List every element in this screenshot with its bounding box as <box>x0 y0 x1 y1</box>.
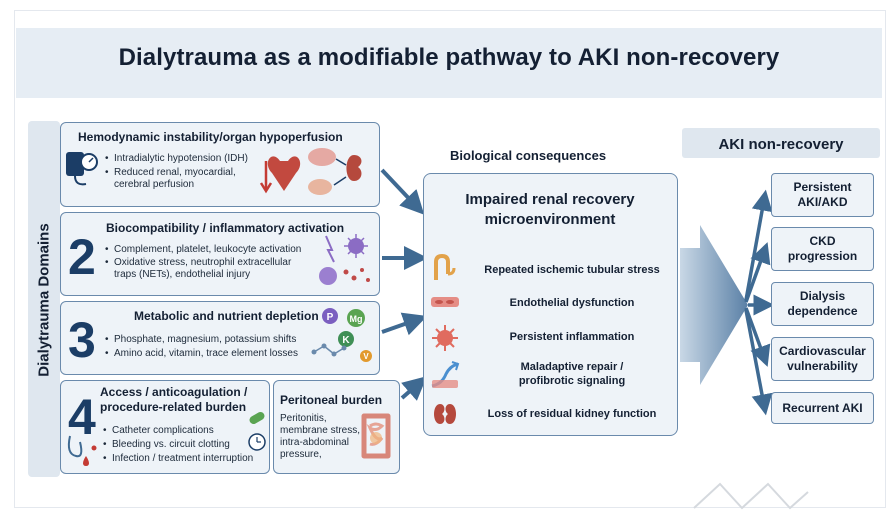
big-flow-arrow <box>680 225 748 385</box>
blood-pressure-monitor-icon <box>66 152 98 186</box>
peritoneal-line: Peritonitis, <box>280 413 327 424</box>
inflammatory-cells-icon <box>319 234 370 285</box>
outcome-box <box>771 227 874 271</box>
outcome-box <box>771 173 874 217</box>
inflammation-cell-icon <box>432 325 458 351</box>
domain-2-title: Biocompatibility / inflammatory activati… <box>106 221 345 235</box>
domain-4-bullet: Infection / treatment interruption <box>103 453 253 465</box>
bacteria-clock-icon <box>248 412 266 451</box>
molecule-label: K <box>342 335 350 346</box>
consequence-label: Repeated ischemic tubular stress <box>484 264 660 276</box>
domain-2-bullet: Complement, platelet, leukocyte activati… <box>105 244 301 256</box>
molecule-label: Mg <box>350 314 363 324</box>
watermark-doodle <box>693 482 809 510</box>
domain-1-title: Hemodynamic instability/organ hypoperfus… <box>78 130 343 144</box>
recovery-microenvironment-panel <box>423 173 678 436</box>
biological-heading: Biological consequences <box>450 148 607 163</box>
fibrosis-icon <box>431 361 460 388</box>
consequence-label: profibrotic signaling <box>518 375 626 387</box>
domain-3-bullet: Amino acid, vitamin, trace element losse… <box>105 348 298 360</box>
outcome-label: Persistent <box>793 180 852 194</box>
aki-heading: AKI non-recovery <box>718 136 844 153</box>
domain-1-bullet: Intradialytic hypotension (IDH) <box>105 153 248 165</box>
intestine-icon <box>361 413 391 459</box>
catheter-bleeding-icon <box>67 435 97 466</box>
consequence-label: Persistent inflammation <box>509 331 635 343</box>
outcome-label: AKI/AKD <box>797 195 848 209</box>
domain-1-bullet-cont: cerebral perfusion <box>114 179 195 190</box>
outcome-label: Cardiovascular <box>779 344 866 358</box>
domain-1-bullet: Reduced renal, myocardial, <box>105 167 236 179</box>
domain-4-number: 4 <box>68 389 96 445</box>
domain-4-bullet: Catheter complications <box>103 425 214 437</box>
peritoneal-line: pressure, <box>280 449 322 460</box>
domains-label-band <box>28 121 60 477</box>
domain-3-bullet: Phosphate, magnesium, potassium shifts <box>105 334 296 346</box>
molecule-label: V <box>363 352 369 361</box>
domain-2-number: 2 <box>68 229 96 285</box>
center-title: Impaired renal recovery <box>465 191 635 208</box>
outcome-box <box>771 337 874 381</box>
domain-2-bullet: Oxidative stress, neutrophil extracellul… <box>105 257 291 269</box>
outcome-label: Recurrent AKI <box>782 401 863 415</box>
outcome-label: dependence <box>787 304 858 318</box>
electrolyte-molecules-icon: P Mg K V <box>311 308 372 362</box>
consequence-label: Endothelial dysfunction <box>509 297 635 309</box>
organ-perfusion-icon <box>259 148 362 195</box>
peritoneal-line: membrane stress, <box>280 425 361 436</box>
peritoneal-line: intra-abdominal <box>280 437 349 448</box>
tubule-icon <box>434 253 456 280</box>
peritoneal-title: Peritoneal burden <box>280 393 383 407</box>
outcome-label: vulnerability <box>787 359 858 373</box>
title-band <box>16 28 882 98</box>
figure-title: Dialytrauma as a modifiable pathway to A… <box>118 44 780 71</box>
domain-4-title: Access / anticoagulation / <box>100 385 248 399</box>
center-title: microenvironment <box>484 211 616 228</box>
domain-4-bullet: Bleeding vs. circuit clotting <box>103 439 230 451</box>
consequence-label: Maladaptive repair / <box>520 361 624 373</box>
domain-4-title: procedure-related burden <box>100 400 247 414</box>
aki-heading-band <box>682 128 880 158</box>
consequence-label: Loss of residual kidney function <box>487 408 657 420</box>
outcome-label: progression <box>787 249 858 263</box>
kidneys-icon <box>434 404 456 424</box>
domain-3-title: Metabolic and nutrient depletion <box>134 309 319 323</box>
outcome-box <box>771 392 874 424</box>
outcome-label: Dialysis <box>799 289 846 303</box>
domain-2-bullet-cont: traps (NETs), endothelial injury <box>114 269 251 280</box>
outcome-box <box>771 282 874 326</box>
molecule-label: P <box>327 312 334 323</box>
outcome-label: CKD <box>809 234 836 248</box>
domain-3-number: 3 <box>68 312 96 368</box>
endothelium-icon <box>431 297 459 307</box>
